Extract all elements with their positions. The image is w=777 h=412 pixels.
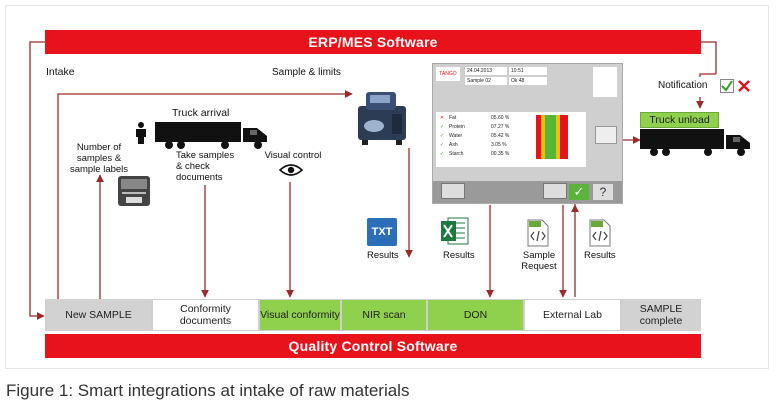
step-sample-complete: SAMPLE complete — [621, 299, 701, 331]
truck-arrival-label: Truck arrival — [172, 107, 230, 119]
xml-results-icon — [589, 219, 611, 247]
screen-date: 24.04.2013 — [465, 67, 507, 75]
row-name: Ash — [449, 142, 458, 148]
step-nir-scan: NIR scan — [341, 299, 427, 331]
eye-icon — [279, 164, 303, 176]
keyboard-button[interactable] — [543, 183, 567, 199]
row-name: Fat — [449, 115, 457, 121]
screen-user-tile — [593, 67, 617, 97]
screen-field1: Sample 02 — [465, 77, 507, 85]
label-printer-icon — [118, 176, 150, 206]
step-conformity-documents: Conformity documents — [152, 299, 259, 331]
excel-results-label: Results — [443, 250, 475, 261]
screen-logo: TANGO — [436, 67, 460, 81]
row-status-check-icon: ✓ — [439, 142, 445, 148]
screen-side-button[interactable] — [595, 126, 617, 144]
truck-unload-icon — [640, 129, 750, 156]
row-name: Protein — [449, 124, 465, 130]
visual-control-label: Visual control — [264, 150, 322, 161]
step-new-sample: New SAMPLE — [45, 299, 152, 331]
notification-label: Notification — [658, 80, 708, 91]
help-button[interactable]: ? — [593, 184, 613, 200]
nir-analyzer-icon — [358, 92, 406, 145]
row-value: 00.35 % — [491, 151, 510, 157]
row-name: Water — [449, 133, 463, 139]
row-status-check-icon: ✓ — [439, 133, 445, 139]
row-value: 3.05 % — [491, 142, 507, 148]
figure-caption: Figure 1: Smart integrations at intake o… — [6, 381, 410, 400]
xml-results-label: Results — [584, 250, 616, 261]
row-status-check-icon: ✓ — [439, 124, 445, 130]
truck-arrival-icon — [155, 122, 267, 149]
cross-notification-icon — [738, 80, 750, 92]
step-don: DON — [427, 299, 524, 331]
step-visual-conformity: Visual conformity — [259, 299, 341, 331]
txt-results-label: Results — [367, 250, 399, 261]
txt-file-icon: TXT — [367, 218, 397, 246]
row-status-x-icon: ✕ — [439, 115, 445, 121]
truck-unload-label: Truck unload — [640, 112, 719, 128]
screen-time: 10:51 — [509, 67, 547, 75]
qc-software-screen: TANGO 24.04.2013 10:51 Sample 02 Ok 48 ✕… — [432, 63, 623, 204]
screen-field2: Ok 48 — [509, 77, 547, 85]
person-icon — [136, 122, 146, 144]
print-button[interactable] — [441, 183, 465, 199]
row-name: Starch — [449, 151, 464, 157]
sample-limits-label: Sample & limits — [272, 67, 341, 78]
row-status-check-icon: ✓ — [439, 151, 445, 157]
confirm-check-button[interactable]: ✓ — [569, 184, 589, 200]
xml-request-icon — [527, 219, 549, 247]
intake-label: Intake — [46, 66, 75, 78]
excel-file-icon — [441, 217, 469, 245]
check-notification-icon — [720, 79, 734, 93]
diagram-frame — [5, 5, 769, 369]
row-value: 07.27 % — [491, 124, 510, 130]
row-value: 05.42 % — [491, 133, 510, 139]
quality-control-banner: Quality Control Software — [45, 334, 701, 358]
screen-table: ✕ ✓ ✓ ✓ ✓ Fat Protein Water Ash Starch 0… — [436, 112, 586, 167]
take-samples-label: Take samples & check documents — [176, 150, 235, 183]
row-value: 05.60 % — [491, 115, 510, 121]
limit-bars — [536, 115, 568, 159]
sample-request-label: Sample Request — [521, 250, 557, 272]
number-samples-label: Number of samples & sample labels — [69, 142, 129, 175]
step-external-lab: External Lab — [524, 299, 621, 331]
erp-mes-banner: ERP/MES Software — [45, 30, 701, 54]
